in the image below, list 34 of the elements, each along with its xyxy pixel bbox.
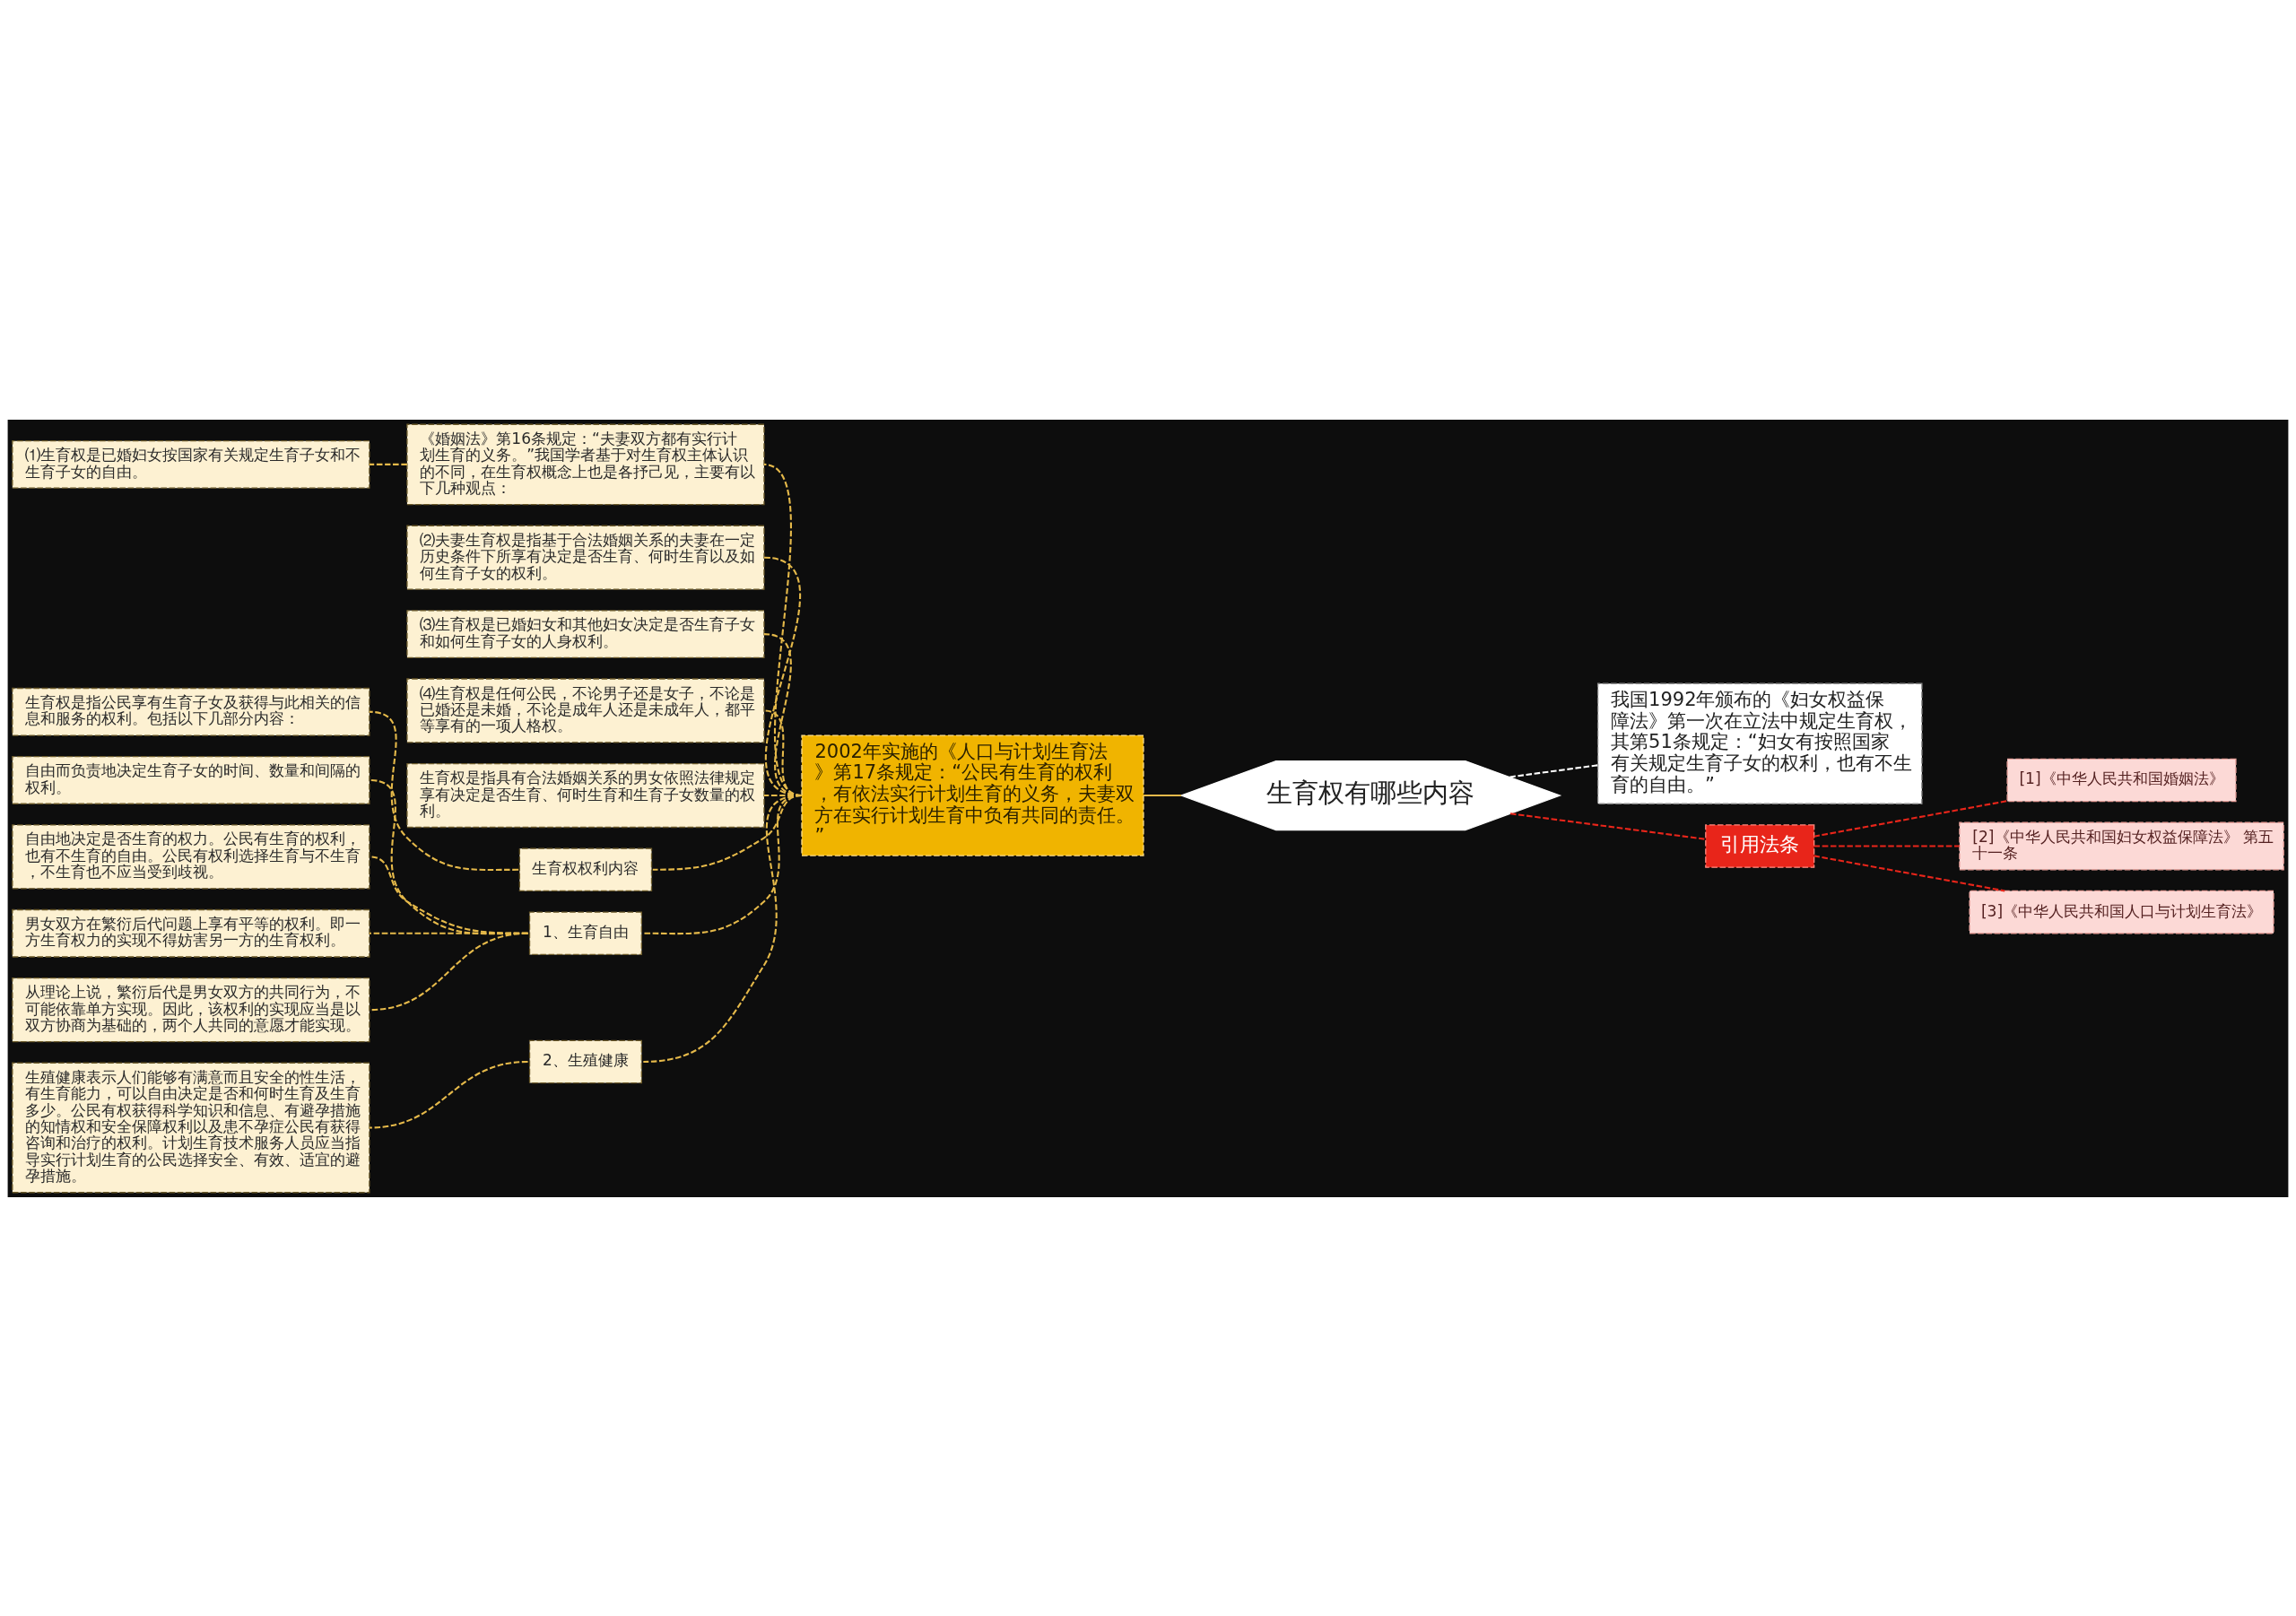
node-box: [3]《中华人民共和国人口与计划生育法》 [1969,890,2274,934]
node-box: 生殖健康表示人们能够有满意而且安全的性生活，有生育能力，可以自由决定是否和何时生育及生育多少。公民有权获得科学知识和信息、有避孕措施的知情权和安全保障权利以及患不孕症公民有获得咨询和治疗的权利。计划生育技术服务人员应当指导实行计划生育的公民选择安全、有效、适宜的避孕措施。 [12,1062,370,1193]
connector [369,710,519,871]
node-box: [1]《中华人民共和国婚姻法》 [2006,758,2237,802]
node-box: ⑶生育权是已婚妇女和其他妇女决定是否生育子女和如何生育子女的人身权利。 [406,609,765,658]
connector [763,463,803,796]
connector [369,1060,528,1129]
node-box: 引用法条 [1705,823,1815,868]
connector [1509,763,1598,778]
connector [1509,812,1706,840]
node-box: ⑵夫妻生育权是指基于合法婚姻关系的夫妻在一定历史条件下所享有决定是否生育、何时生育以及如何生育子女的权利。 [406,525,765,590]
node-box: 《婚姻法》第16条规定：“夫妻双方都有实行计划生育的义务。”我国学者基于对生育权主体认识的不同，在生育权概念上也是各抒己见，主要有以下几种观点： [406,423,765,505]
node-box: [2]《中华人民共和国妇女权益保障法》 第五十一条 [1959,821,2284,870]
node-box: 1、生育自由 [528,910,642,955]
node-box: ⑴生育权是已婚妇女按国家有关规定生育子女和不生育子女的自由。 [12,439,370,489]
node-box: 我国1992年颁布的《妇女权益保障法》第一次在立法中规定生育权，其第51条规定：“妇女有按照国家有关规定生育子女的权利，也有不生育的自由。” [1596,682,1923,804]
node-box: ⑷生育权是任何公民，不论男子还是女子，不论是已婚还是未婚，不论是成年人还是未成年人，都平等享有的一项人格权。 [406,677,765,743]
node-box: 生育权权利内容 [518,847,653,891]
node-box: 自由地决定是否生育的权力。公民有生育的权利，也有不生育的自由。公民有权利选择生育与不生育，不生育也不应当受到歧视。 [12,823,370,889]
node-box: 生育权是指公民享有生育子女及获得与此相关的信息和服务的权利。包括以下几部分内容： [12,687,370,736]
node-box: 男女双方在繁衍后代问题上享有平等的权利。即一方生育权力的实现不得妨害另一方的生育权利。 [12,908,370,958]
node-box: 2、生殖健康 [528,1039,642,1083]
node-box: 2002年实施的《人口与计划生育法》第17条规定：“公民有生育的权利，有依法实行计划生育的义务，夫妻双方在实行计划生育中负有共同的责任。” [801,734,1144,856]
connector [369,463,407,465]
connector [763,556,803,796]
node-box: 自由而负责地决定生育子女的时间、数量和间隔的权利。 [12,755,370,804]
node-box: 生育权是指具有合法婚姻关系的男女依照法律规定享有决定是否生育、何时生育和生育子女数量的权利。 [406,762,765,828]
connector [1143,794,1181,796]
connector [1813,845,1960,847]
node-box: 从理论上说，繁衍后代是男女双方的共同行为，不可能依靠单方实现。因此，该权利的实现应当是以双方协商为基础的，两个人共同的意愿才能实现。 [12,977,370,1042]
connector [1813,854,2005,891]
connector [369,932,528,1011]
connector [1813,799,2007,838]
connector [643,794,803,1063]
